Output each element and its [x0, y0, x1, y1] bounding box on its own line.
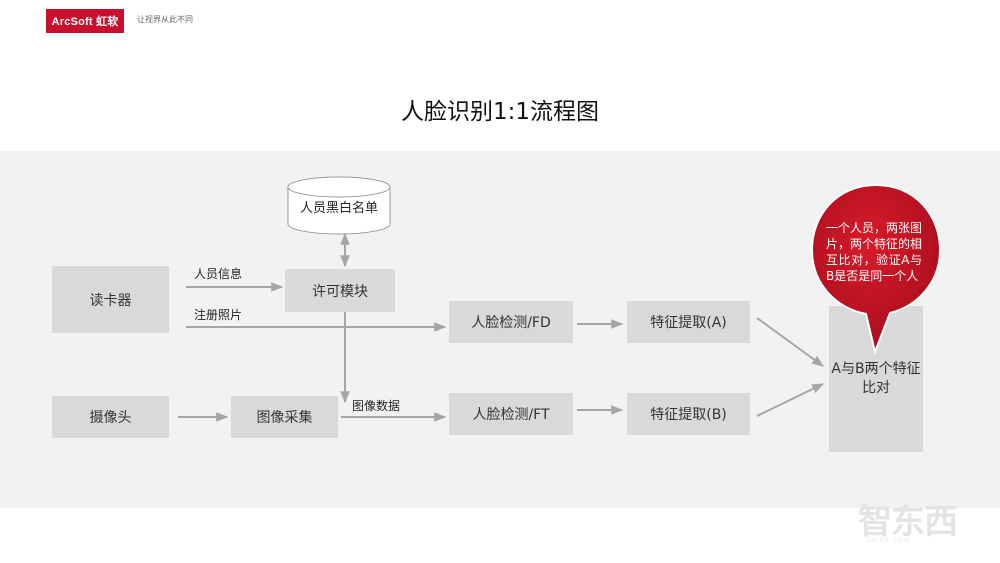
register-photo-label: 注册照片	[194, 308, 243, 322]
person-info-label: 人员信息	[194, 267, 243, 281]
watermark-sub: ZHIDX.COM	[866, 537, 911, 544]
license-module-box: 许可模块	[285, 269, 395, 312]
feature-compare-label: A与B两个特征比对	[831, 361, 921, 396]
blacklist-database: 人员黑白名单	[299, 201, 378, 216]
page-title: 人脸识别1:1流程图	[400, 99, 599, 125]
image-data-label: 图像数据	[352, 399, 401, 413]
arcsoft-logo: ArcSoft 虹软	[46, 9, 124, 33]
face-detect-ft-box: 人脸检测/FT	[449, 393, 573, 435]
card-reader-box: 读卡器	[52, 266, 169, 333]
image-capture-box: 图像采集	[231, 396, 338, 438]
watermark: 智东西	[858, 502, 958, 542]
feature-a-compare-arrow	[756, 317, 824, 367]
camera-box: 摄像头	[52, 396, 169, 438]
callout-text: 一个人员，两张图片，两个特征的相互比对，验证A与B是否是同一个人	[826, 221, 923, 283]
feature-extract-b-box: 特征提取(B)	[627, 393, 750, 435]
database-cylinder	[287, 176, 391, 235]
feature-b-compare-arrow	[756, 383, 825, 417]
feature-extract-a-box: 特征提取(A)	[627, 301, 750, 343]
tagline: 让视界从此不同	[137, 15, 193, 24]
face-detect-fd-box: 人脸检测/FD	[449, 301, 573, 343]
